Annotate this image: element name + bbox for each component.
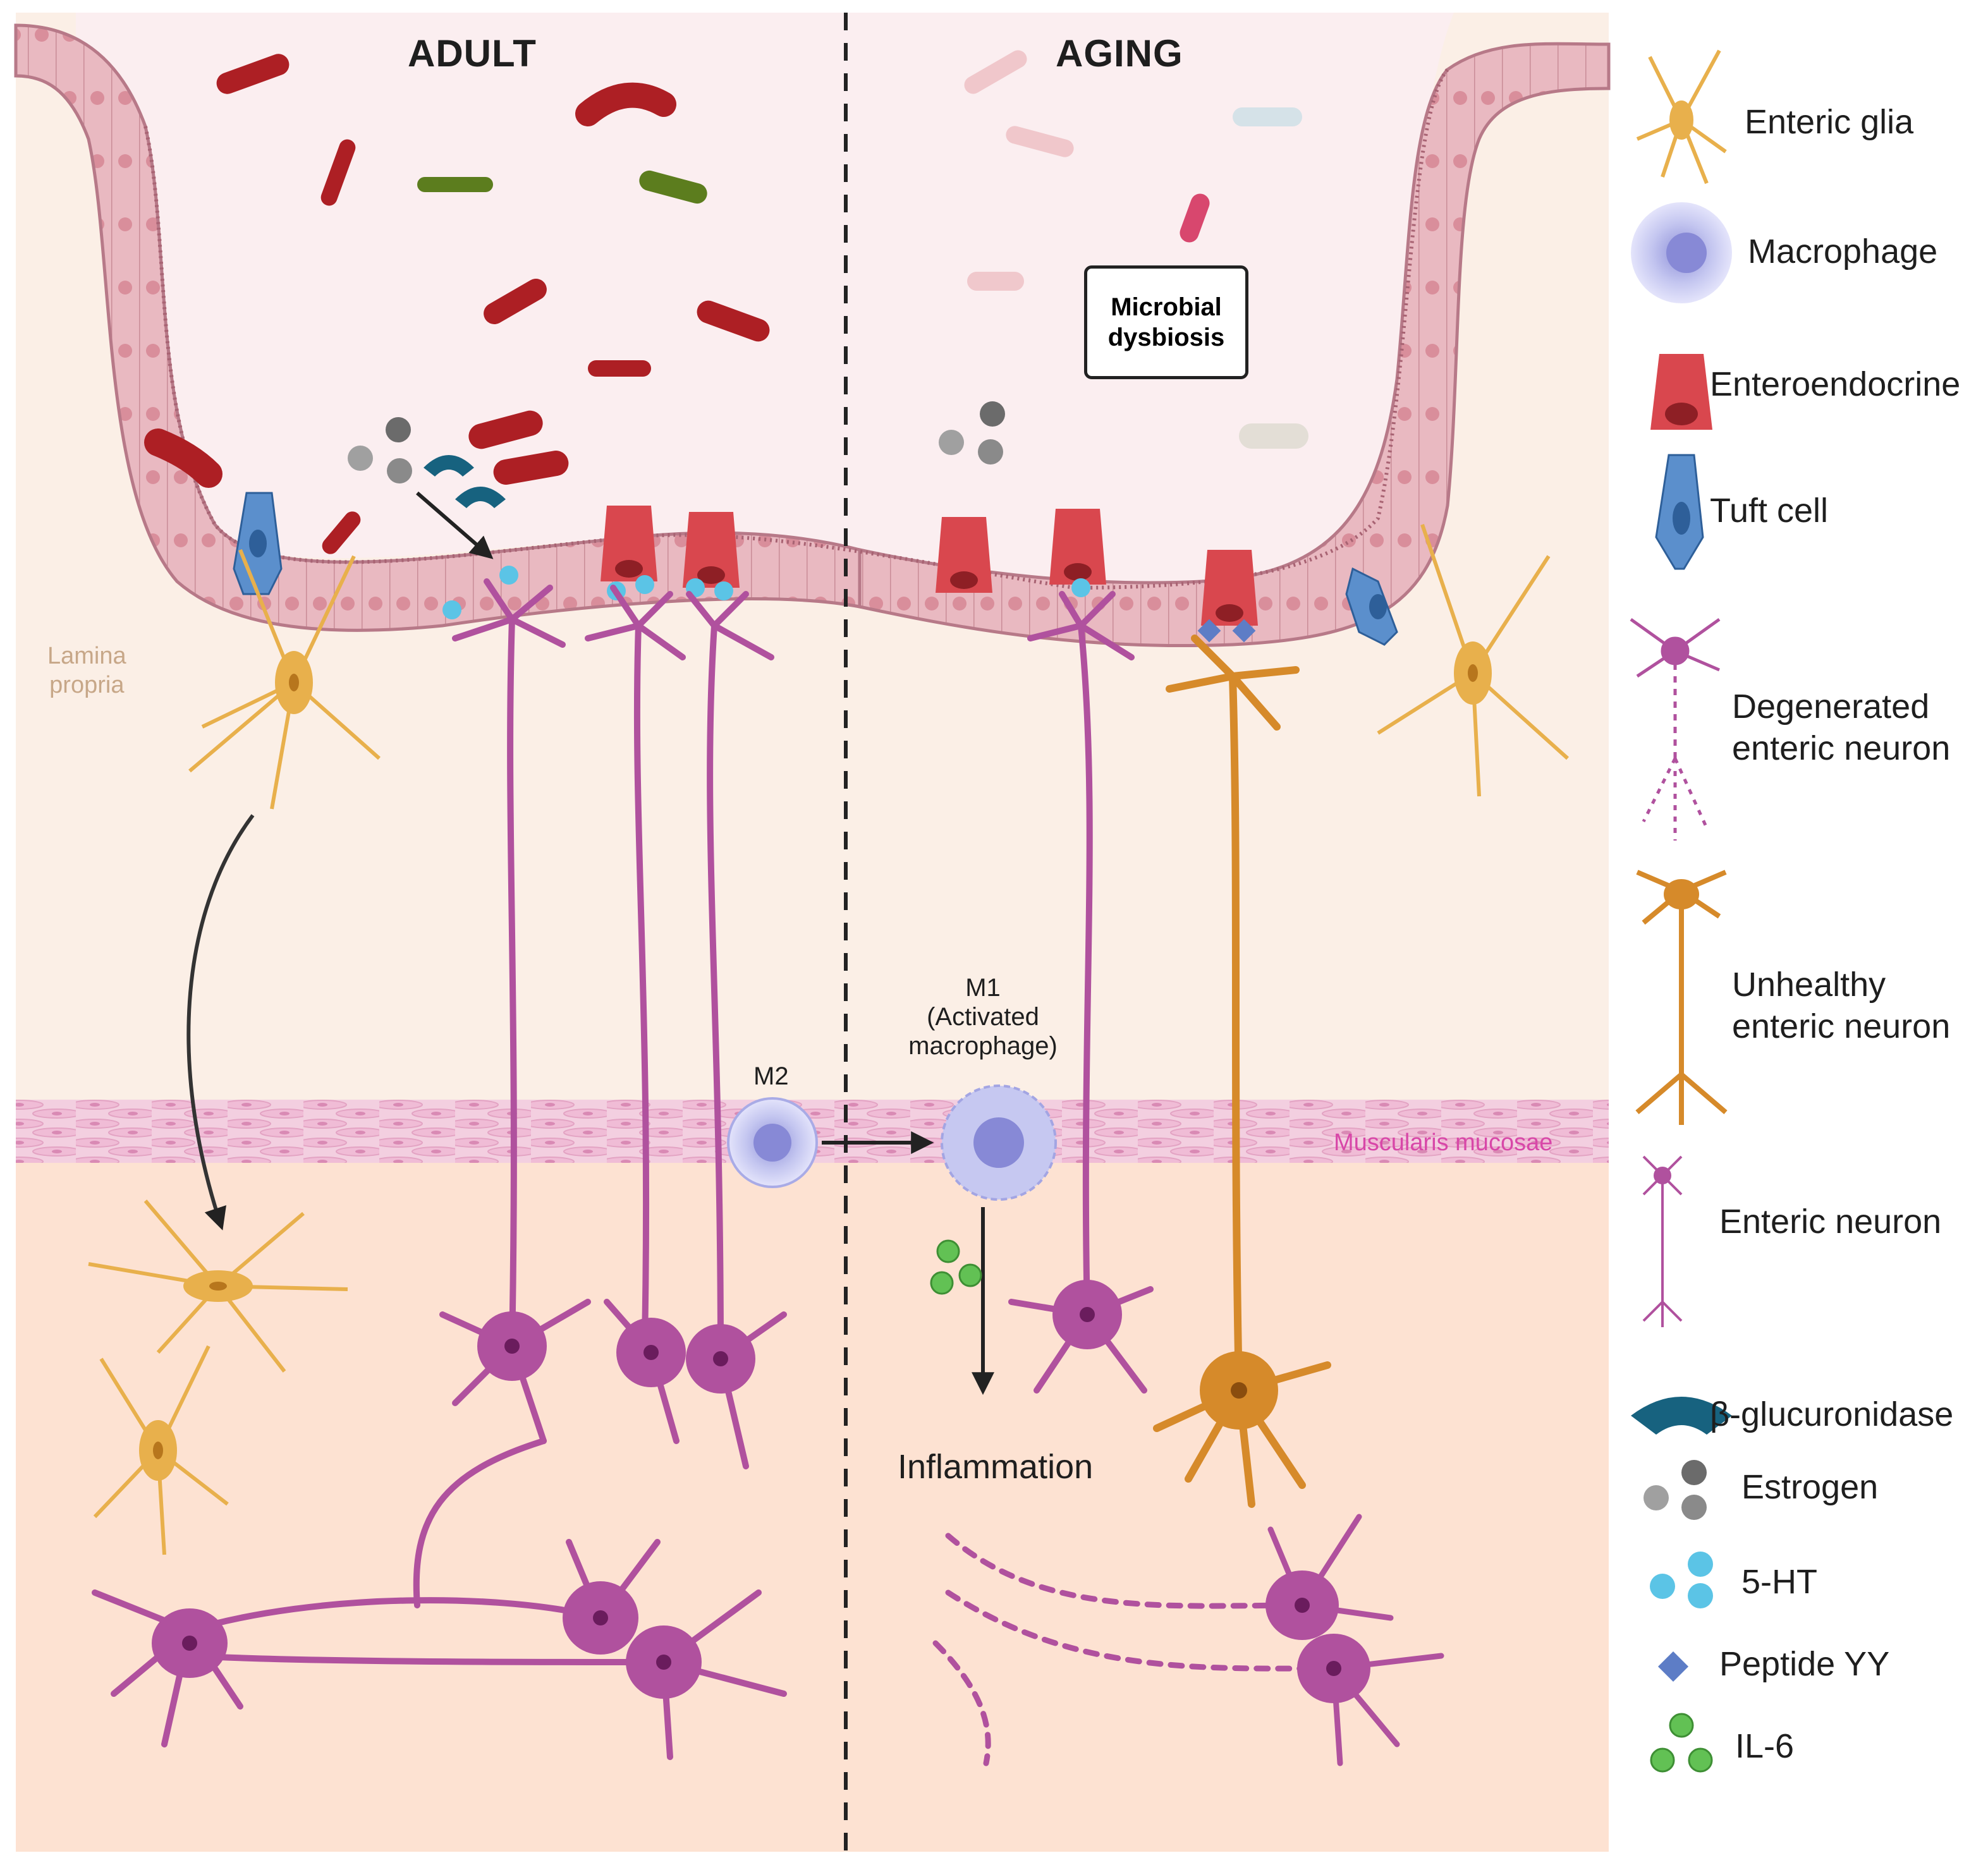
legend-label-il6: IL-6	[1735, 1727, 1795, 1765]
bacterium	[575, 82, 676, 126]
microbial-dysbiosis-box: Microbial dysbiosis	[1084, 265, 1248, 379]
bacterium	[964, 50, 1027, 94]
bacterium	[588, 360, 651, 377]
adult-enteric-neurons	[92, 578, 787, 1760]
bacterium	[697, 300, 770, 342]
lamina-propria-label: Lamina propria	[47, 643, 126, 698]
aging-panel-title: AGING	[1056, 32, 1183, 75]
bacterium	[320, 139, 356, 206]
adult-neuron-nuclei	[182, 1339, 728, 1670]
macrophage-icon	[1631, 202, 1732, 303]
enteric-glia-bodies	[139, 641, 1492, 1481]
bacteria-group-adult	[144, 54, 770, 554]
m2-label: M2	[753, 1062, 789, 1090]
legend-label-5ht: 5-HT	[1741, 1563, 1817, 1601]
degenerated-neuron-bodies	[1265, 1570, 1370, 1703]
glia-migration-arrow	[186, 814, 255, 1230]
legend-label-tuft-cell: Tuft cell	[1710, 492, 1829, 530]
bacterium	[967, 272, 1024, 291]
bacterium	[216, 54, 290, 94]
degenerated-neuron-icon	[1630, 617, 1721, 841]
bacterium	[1239, 423, 1308, 449]
serotonin-icon	[1650, 1552, 1713, 1608]
bacterium	[417, 177, 493, 192]
unhealthy-neuron-nucleus	[1231, 1382, 1247, 1399]
bacterium	[1180, 193, 1210, 243]
epithelium-right	[858, 42, 1611, 648]
estrogen-molecules-aging	[939, 401, 1005, 465]
m1-macrophage	[941, 1084, 1057, 1201]
submucosa-region	[16, 1131, 1609, 1852]
peptide-yy-granules	[1197, 619, 1256, 643]
legend-label-enteroendocrine: Enteroendocrine	[1710, 365, 1961, 403]
muscularis-mucosae-label: Muscularis mucosae	[1334, 1129, 1553, 1156]
bacterium	[1233, 107, 1302, 126]
legend-label-enteric-neuron: Enteric neuron	[1719, 1203, 1942, 1241]
enteric-glia-icon	[1636, 49, 1727, 185]
degenerated-axon-fragments	[932, 1533, 1337, 1766]
enteroendocrine-cells	[601, 506, 1258, 626]
aging-enteric-neuron	[1008, 591, 1154, 1394]
legend-label-estrogen: Estrogen	[1741, 1468, 1879, 1506]
bacterium	[484, 279, 547, 324]
estrogen-arrow	[416, 491, 494, 559]
bacterium	[1006, 126, 1074, 157]
bacterium	[468, 410, 543, 449]
bacterium	[322, 511, 361, 554]
legend-label-enteric-glia: Enteric glia	[1745, 103, 1914, 141]
bacterium	[493, 451, 569, 485]
unhealthy-enteric-neuron	[1153, 635, 1331, 1508]
legend-label-degenerated-neuron: Degenerated enteric neuron	[1732, 688, 1951, 767]
bacterium	[144, 428, 223, 488]
tuft-cell-icon	[1655, 454, 1704, 570]
tuft-cells	[233, 492, 1398, 646]
peptide-yy-icon	[1657, 1651, 1689, 1682]
legend-label-unhealthy-neuron: Unhealthy enteric neuron	[1732, 966, 1951, 1045]
legend-icons	[1630, 49, 1732, 1773]
enteric-neuron-icon	[1642, 1155, 1683, 1327]
enteroendocrine-icon	[1650, 354, 1712, 430]
legend-label-beta-glucuronidase: β-glucuronidase	[1710, 1395, 1954, 1433]
legend-label-macrophage: Macrophage	[1748, 233, 1938, 270]
beta-glucuronidase-molecules	[424, 455, 506, 508]
il6-icon	[1650, 1713, 1713, 1773]
estrogen-icon	[1643, 1460, 1707, 1520]
m2-macrophage-nucleus	[753, 1124, 791, 1162]
enteric-glia-cells	[88, 524, 1570, 1555]
il6-molecules	[930, 1239, 982, 1295]
beta-glucuronidase-icon	[1631, 1397, 1732, 1435]
degenerated-neuron-branches	[1267, 1514, 1444, 1766]
bacteria-group-aging	[964, 50, 1308, 449]
intestinal-lumen	[76, 13, 1454, 584]
bacterium	[639, 170, 707, 204]
aging-neuron-nucleus	[1080, 1307, 1095, 1322]
estrogen-molecules-adult	[348, 417, 412, 483]
m1-label: M1 (Activated macrophage)	[908, 974, 1058, 1060]
adult-panel-title: ADULT	[408, 32, 537, 75]
unhealthy-neuron-icon	[1635, 870, 1728, 1125]
legend-label-peptide-yy: Peptide YY	[1719, 1645, 1890, 1683]
inflammation-label: Inflammation	[898, 1448, 1094, 1486]
